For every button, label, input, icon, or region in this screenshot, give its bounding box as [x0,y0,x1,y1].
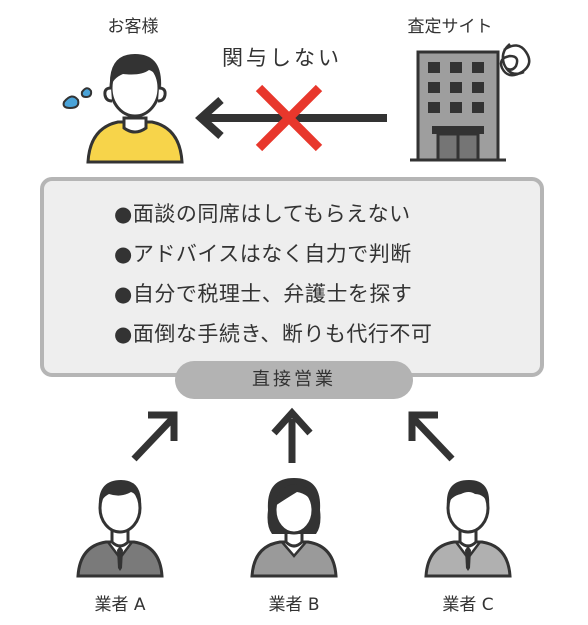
bullet-item: ●面倒な手続き、断りも代行不可 [114,322,433,346]
relation-label: 関与しない [222,46,342,70]
direct-sales-badge: 直接営業 [175,361,413,399]
site-label: 査定サイト [407,17,493,37]
bullet-item: ●自分で税理士、弁護士を探す [114,282,413,306]
bullet-item: ●アドバイスはなく自力で判断 [114,242,412,266]
agent-b-avatar-icon [250,478,338,578]
building-icon [410,43,531,162]
blocked-arrow-icon [195,84,387,152]
bullet-item: ●面談の同席はしてもらえない [114,202,411,226]
agent-c-avatar-icon [424,480,512,578]
agent-arrows-icon [131,407,455,463]
agent-b-label: 業者 B [268,595,320,615]
agent-a-label: 業者 A [94,595,146,615]
drawbacks-panel [40,177,544,377]
agent-a-avatar-icon [76,480,164,578]
agent-c-label: 業者 C [442,595,494,615]
customer-label: お客様 [107,17,159,37]
customer-avatar-icon [62,54,184,164]
